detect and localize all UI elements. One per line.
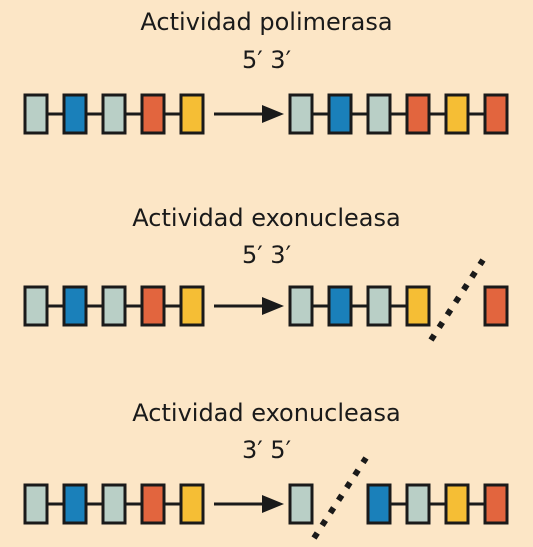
panel-2-before-nucleotide-gray [23, 285, 49, 327]
panel-2-after-nucleotide-yellow [405, 285, 431, 327]
panel-3-before-nucleotide-red [140, 483, 166, 525]
panel-1-after-nucleotide-yellow [444, 93, 470, 135]
panel-3-direction: 3′ 5′ [241, 436, 292, 464]
panel-1-after-nucleotide-red [405, 93, 431, 135]
panel-1-before-nucleotide-gray [101, 93, 127, 135]
panel-1-direction: 5′ 3′ [241, 46, 292, 74]
panel-1-before-nucleotide-blue [62, 93, 88, 135]
panel-1-after-nucleotide-red [483, 93, 509, 135]
panel-2-before-nucleotide-yellow [179, 285, 205, 327]
panel-2-before-nucleotide-blue [62, 285, 88, 327]
panel-3-before-nucleotide-yellow [179, 483, 205, 525]
panel-3-after-nucleotide-gray [288, 483, 314, 525]
panel-1-title: Actividad polimerasa [140, 8, 393, 36]
panel-2-arrow-icon [262, 297, 284, 315]
panel-2-title: Actividad exonucleasa [132, 204, 401, 232]
panel-2-direction: 5′ 3′ [241, 241, 292, 269]
panel-2-after-nucleotide-gray [366, 285, 392, 327]
panel-2-after-nucleotide-gray [288, 285, 314, 327]
panel-1-after-nucleotide-gray [288, 93, 314, 135]
panel-3-title: Actividad exonucleasa [132, 399, 401, 427]
panel-2-before-nucleotide-gray [101, 285, 127, 327]
panel-1-arrow-icon [262, 105, 284, 123]
panel-2-before-nucleotide-red [140, 285, 166, 327]
panel-3-before-nucleotide-gray [23, 483, 49, 525]
panel-3-after-nucleotide-red [483, 483, 509, 525]
panel-3-after-nucleotide-blue [366, 483, 392, 525]
panel-3-before-nucleotide-gray [101, 483, 127, 525]
panel-3-after-nucleotide-gray [405, 483, 431, 525]
panel-1-after-nucleotide-blue [327, 93, 353, 135]
panel-2-after-nucleotide-blue [327, 285, 353, 327]
panel-2-after-nucleotide-red [483, 285, 509, 327]
panel-3-after-nucleotide-yellow [444, 483, 470, 525]
panel-3-before-nucleotide-blue [62, 483, 88, 525]
panel-1-after-nucleotide-gray [366, 93, 392, 135]
panel-3-after-cleavage-mark [311, 456, 369, 540]
panel-1-before-nucleotide-gray [23, 93, 49, 135]
panel-1-before-nucleotide-yellow [179, 93, 205, 135]
panel-1-before-nucleotide-red [140, 93, 166, 135]
panel-2-after-cleavage-mark [428, 258, 486, 342]
panel-3-arrow-icon [262, 495, 284, 513]
